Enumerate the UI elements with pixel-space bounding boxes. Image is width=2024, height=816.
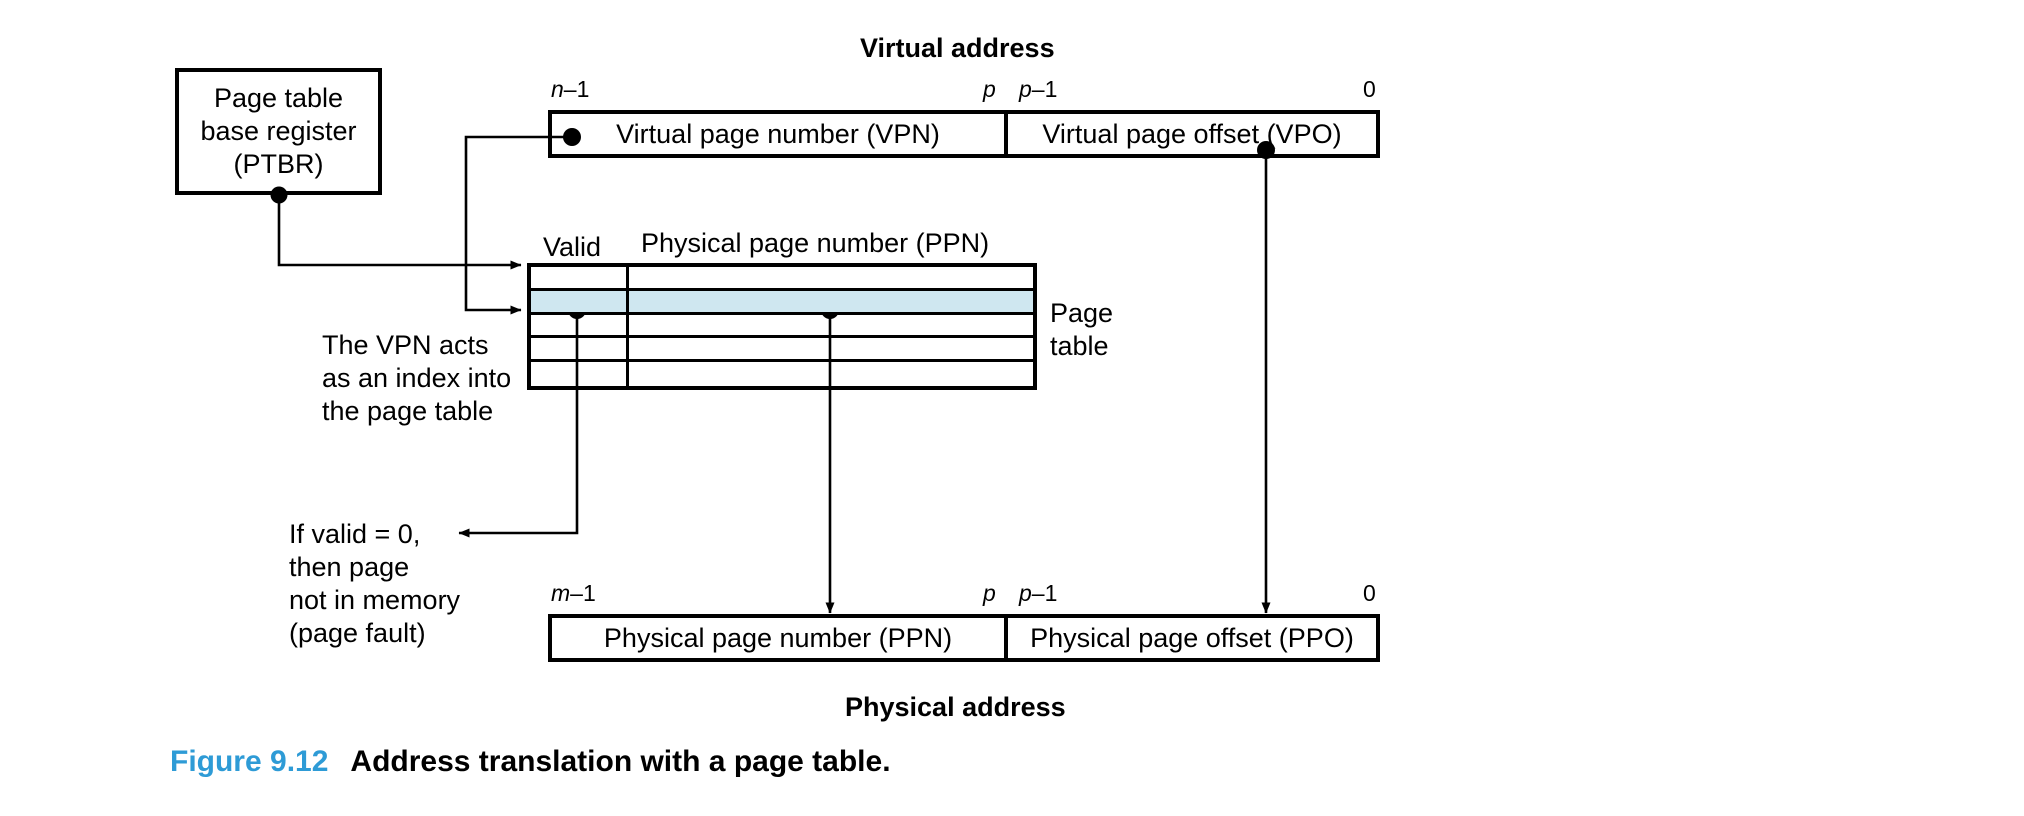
pa-bit-split-left: p	[983, 580, 996, 606]
annotation-vpn-index-line1: The VPN acts	[322, 330, 489, 360]
page-table-ppn-cell	[629, 315, 1033, 336]
pa-field-ppo: Physical page offset (PPO)	[1030, 622, 1354, 653]
va-bit-high: n–1	[551, 76, 590, 102]
page-table	[527, 263, 1037, 390]
ptbr-line-1: Page table	[213, 83, 344, 114]
page-table-ppn-cell	[629, 338, 1033, 359]
annotation-vpn-index-line2: as an index into	[322, 363, 512, 393]
virtual-address-title: Virtual address	[860, 33, 1055, 63]
figure-caption-text: Address translation with a page table.	[350, 745, 891, 778]
page-table-side-label-line2: table	[1050, 331, 1109, 361]
table-row[interactable]	[531, 267, 1033, 291]
page-table-header-valid: Valid	[543, 232, 602, 262]
annotation-page-fault-line4: (page fault)	[289, 618, 426, 648]
pa-field-ppn: Physical page number (PPN)	[552, 618, 1008, 658]
page-table-valid-cell	[531, 267, 629, 288]
va-bit-low: 0	[1363, 76, 1376, 102]
va-bit-split-left: p	[983, 76, 996, 102]
ptbr-line-3: (PTBR)	[233, 148, 324, 179]
annotation-vpn-index-line3: the page table	[322, 396, 494, 426]
pa-bit-split-right: p–1	[1019, 580, 1058, 606]
virtual-address-bar: Virtual page number (VPN) Virtual page o…	[548, 110, 1380, 158]
pa-bit-low: 0	[1363, 580, 1376, 606]
page-table-ppn-cell	[629, 291, 1033, 312]
wire-ptbr-to-pagetable	[270, 186, 522, 270]
page-table-valid-cell	[531, 338, 629, 360]
page-table-side-label-line1: Page	[1050, 298, 1114, 328]
table-row[interactable]	[531, 338, 1033, 363]
page-table-valid-cell	[531, 314, 629, 336]
annotation-page-fault-line3: not in memory	[289, 585, 461, 615]
ptbr-line-2: base register	[200, 116, 357, 147]
annotation-page-fault-line2: then page	[289, 552, 410, 582]
figure-caption: Figure 9.12 Address translation with a p…	[170, 745, 891, 779]
va-field-vpo: Virtual page offset (VPO)	[1042, 118, 1342, 149]
table-row[interactable]	[531, 290, 1033, 315]
page-table-header-ppn: Physical page number (PPN)	[641, 228, 990, 258]
page-table-valid-cell	[531, 362, 629, 386]
va-bit-split-right: p–1	[1019, 76, 1058, 102]
page-table-ppn-cell	[629, 362, 1033, 386]
va-field-vpn: Virtual page number (VPN)	[552, 114, 1008, 154]
page-table-ppn-cell	[629, 267, 1033, 288]
wire-vpo-to-ppo	[1257, 141, 1275, 614]
annotation-page-fault-line1: If valid = 0,	[289, 519, 421, 549]
table-row[interactable]	[531, 362, 1033, 386]
figure-number: Figure 9.12	[170, 745, 329, 778]
pa-bit-high: m–1	[551, 580, 596, 606]
page-table-valid-cell	[531, 290, 629, 312]
physical-address-title: Physical address	[845, 692, 1066, 722]
physical-address-bar: Physical page number (PPN) Physical page…	[548, 614, 1380, 662]
table-row[interactable]	[531, 314, 1033, 339]
ptbr-box: Page table base register (PTBR)	[175, 68, 382, 195]
